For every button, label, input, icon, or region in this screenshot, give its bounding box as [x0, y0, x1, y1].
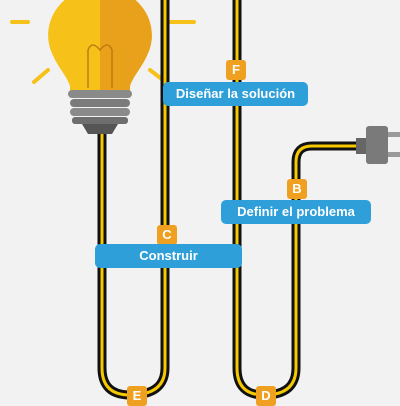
step-f-label: Diseñar la solución	[163, 82, 308, 106]
plug-icon	[356, 126, 400, 164]
step-e-badge: E	[127, 386, 147, 406]
light-rays	[10, 20, 196, 84]
step-c-badge: C	[157, 225, 177, 245]
step-b-badge: B	[287, 179, 307, 199]
step-b-label: Definir el problema	[221, 200, 371, 224]
step-f-badge: F	[226, 60, 246, 80]
light-bulb-icon	[48, 0, 152, 134]
step-c-label: Construir	[95, 244, 242, 268]
step-d-badge: D	[256, 386, 276, 406]
